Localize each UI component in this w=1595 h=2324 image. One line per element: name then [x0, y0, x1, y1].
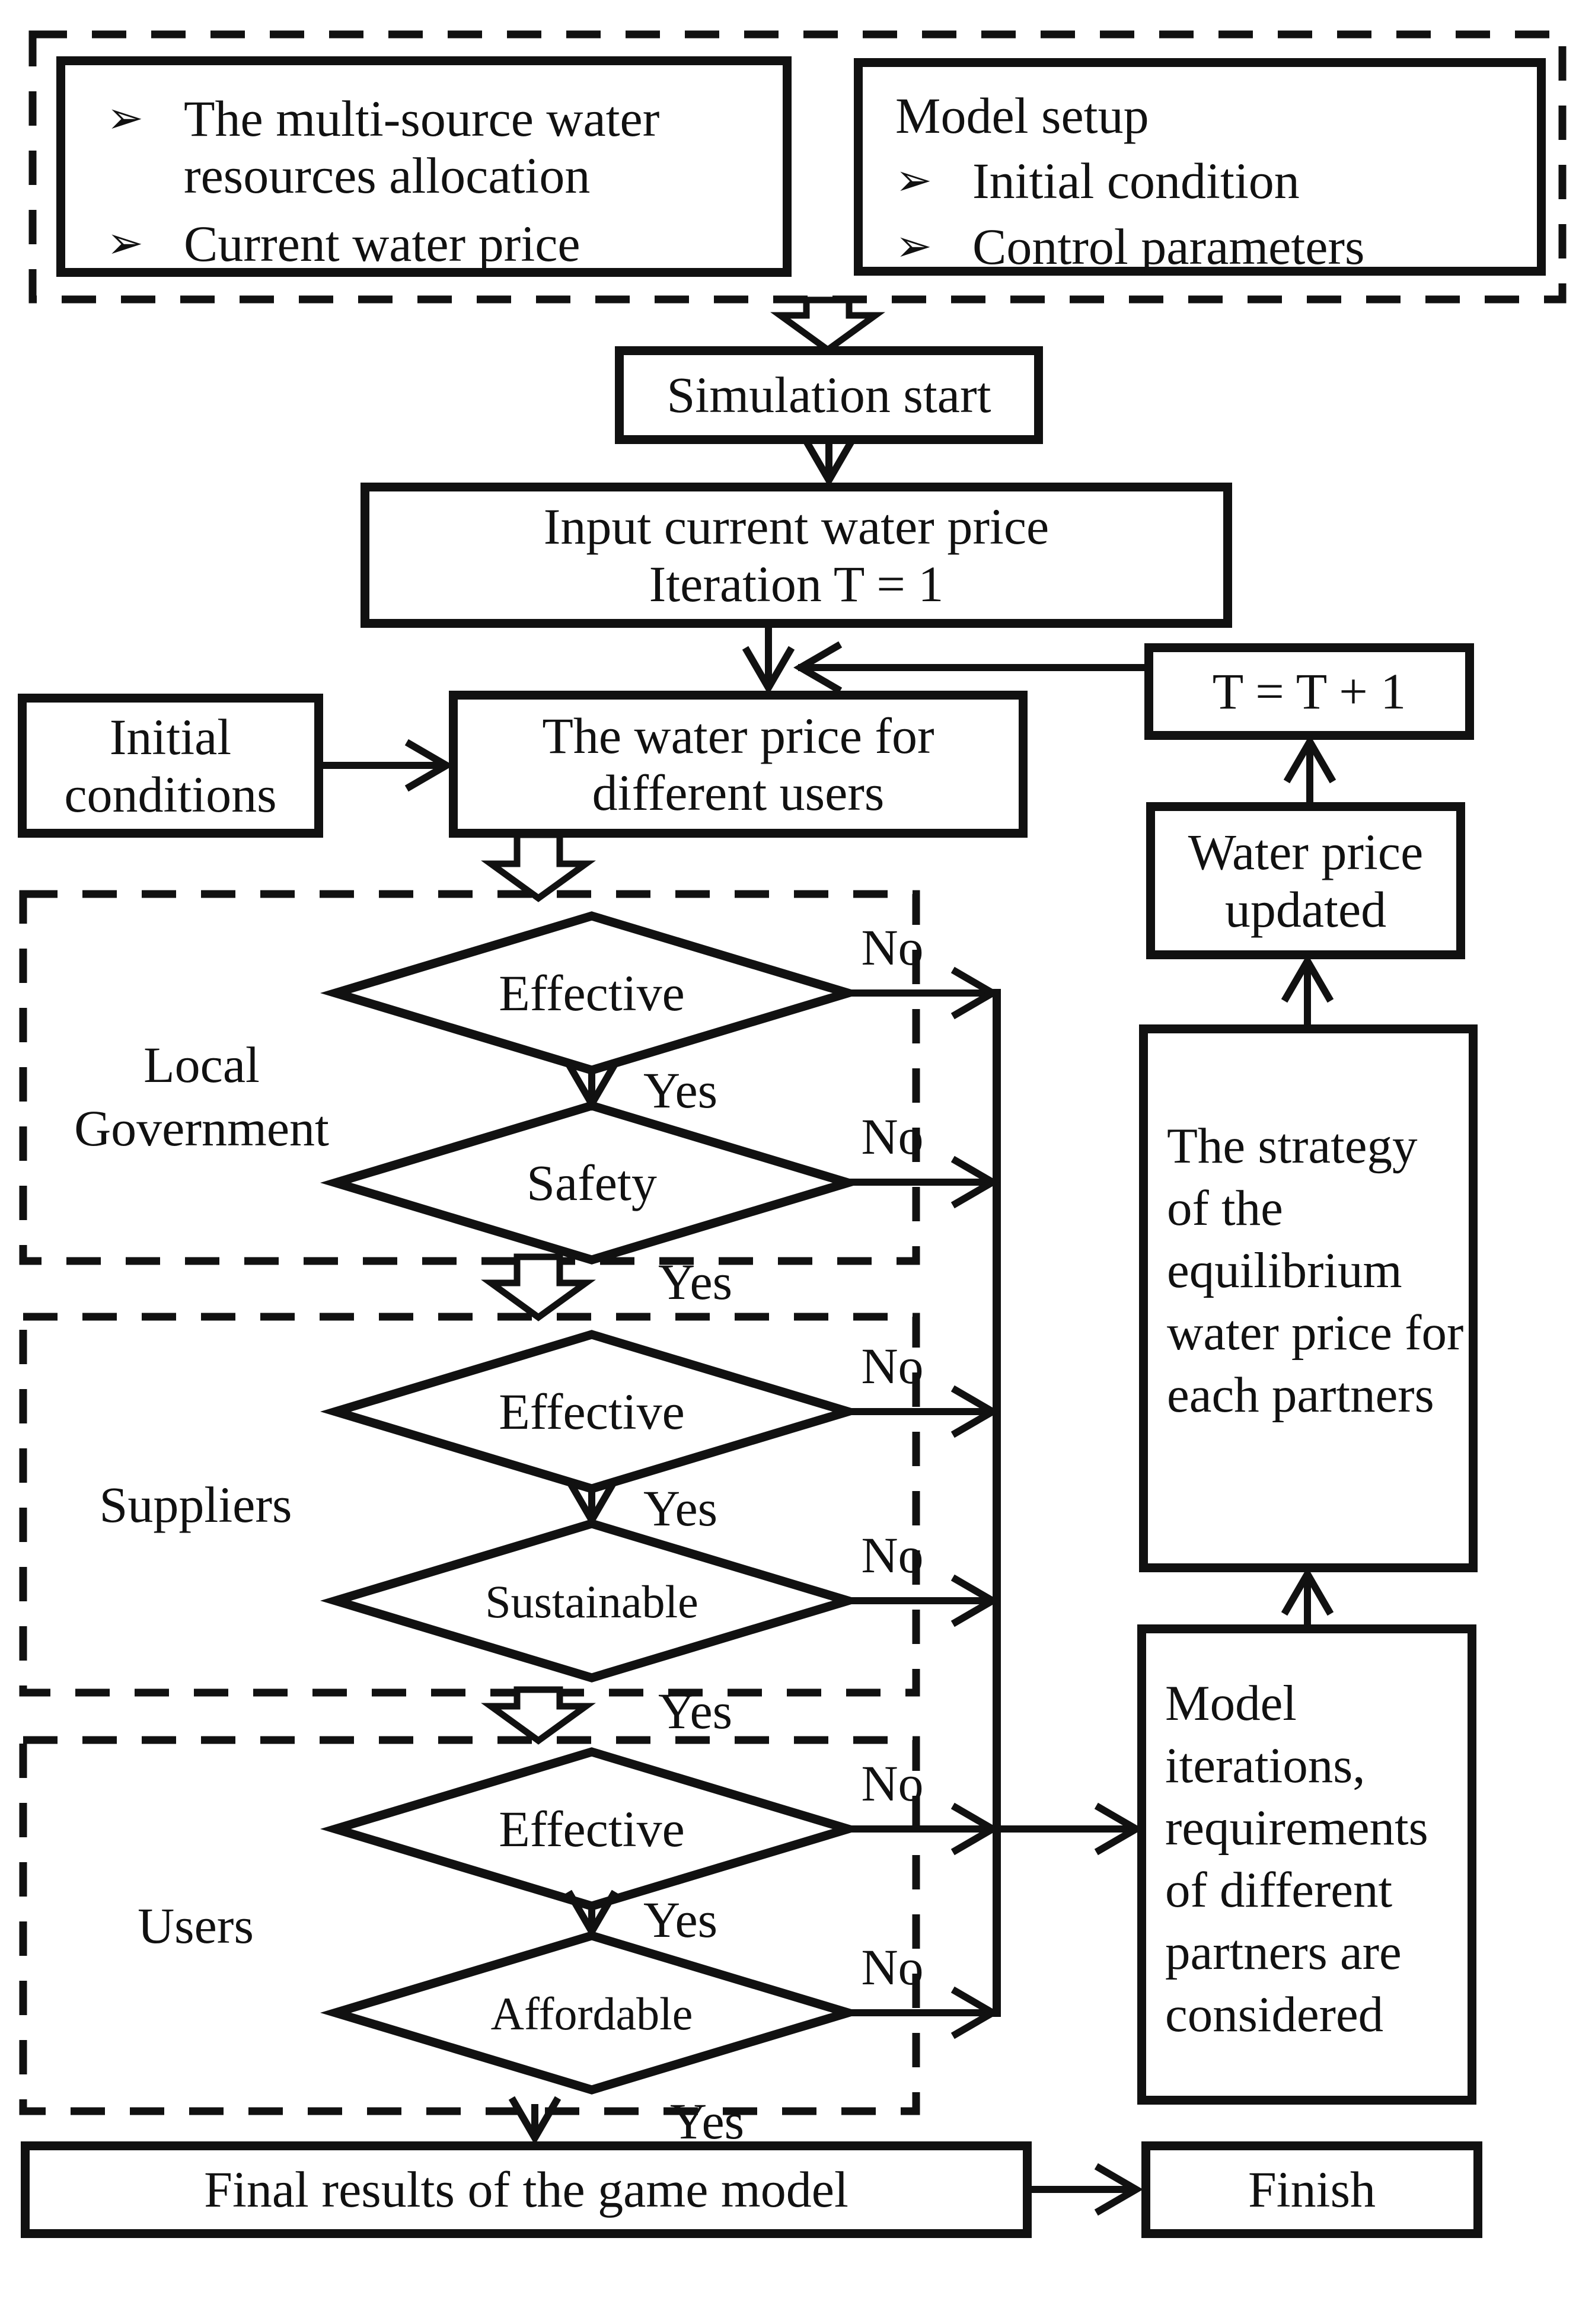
head-down-yes-localgov	[565, 1062, 618, 1111]
yes-label-localgov: Yes	[643, 1062, 718, 1119]
iteration-update-box: T = T + 1	[1144, 643, 1474, 740]
users-effective-label: Effective	[499, 1801, 685, 1857]
suppliers-effective-label: Effective	[499, 1383, 685, 1440]
setup-data-item-1: ➢ The multi-source water resources alloc…	[107, 90, 765, 205]
head-down-yes-suppliers	[565, 1478, 618, 1527]
initial-conditions-label: Initial conditions	[64, 708, 277, 823]
bullet-arrow-icon: ➢	[895, 157, 933, 206]
water-price-updated-box: Water price updated	[1146, 802, 1465, 959]
head-down-yes-final	[508, 2096, 562, 2145]
section-label-users: Users	[30, 1893, 362, 1958]
suppliers-sustainable-label: Sustainable	[485, 1576, 698, 1627]
strategy-box: The strategy of the equilibrium water pr…	[1139, 1024, 1478, 1572]
yes-label-suppliers: Yes	[643, 1480, 718, 1537]
hollow-arrow-price-to-localgov	[481, 831, 596, 902]
final-results-label: Final results of the game model	[204, 2161, 848, 2218]
setup-data-item-2: ➢ Current water price	[107, 215, 765, 272]
head-left-feedback	[793, 641, 843, 694]
head-up-updated	[1281, 954, 1334, 1003]
head-right-no6	[950, 1986, 1000, 2039]
bullet-arrow-icon: ➢	[895, 222, 933, 271]
initial-conditions-box: Initial conditions	[18, 694, 323, 838]
no-label-localgov-effective: No	[861, 919, 924, 976]
head-right-no4	[950, 1574, 1000, 1627]
users-affordable-label: Affordable	[490, 1988, 693, 2039]
head-right-modeliter	[1094, 1802, 1143, 1856]
yes-label-suppliers-exit: Yes	[658, 1683, 733, 1739]
head-right-no5	[950, 1802, 1000, 1856]
water-price-updated-label: Water price updated	[1188, 823, 1424, 938]
simulation-start-label: Simulation start	[666, 366, 991, 424]
no-label-users-effective: No	[861, 1755, 924, 1812]
head-right-no1	[950, 966, 1000, 1020]
localgov-effective-label: Effective	[499, 965, 685, 1021]
model-setup-item-2: ➢ Control parameters	[895, 218, 1525, 275]
model-iterations-box: Model iterations, requirements of differ…	[1137, 1624, 1476, 2105]
users-text: Users	[138, 1897, 254, 1954]
yes-label-users-exit: Yes	[670, 2093, 745, 2150]
setup-data-item-2-text: Current water price	[184, 215, 580, 272]
head-right-initial	[404, 739, 454, 792]
strategy-label: The strategy of the equilibrium water pr…	[1167, 1118, 1464, 1423]
section-label-local-government: Local Government	[36, 1026, 368, 1168]
head-right-finish	[1094, 2163, 1143, 2216]
simulation-start-box: Simulation start	[615, 346, 1043, 444]
hollow-arrow-localgov-to-suppliers	[481, 1253, 596, 1321]
input-price-line1: Input current water price	[543, 498, 1049, 556]
model-setup-item-1-text: Initial condition	[972, 152, 1300, 210]
no-label-localgov-safety: No	[861, 1108, 924, 1165]
head-right-no3	[950, 1385, 1000, 1438]
model-setup-item-2-text: Control parameters	[972, 218, 1365, 275]
hollow-arrow-setup-to-start	[770, 296, 885, 354]
head-down-start	[802, 438, 856, 487]
suppliers-text: Suppliers	[99, 1476, 292, 1533]
head-down-waterprice	[742, 646, 795, 695]
input-price-box: Input current water price Iteration T = …	[361, 483, 1232, 628]
input-price-line2: Iteration T = 1	[649, 555, 944, 612]
head-up-strategy	[1281, 1567, 1334, 1616]
model-setup-title: Model setup	[895, 87, 1149, 144]
water-price-users-label: The water price for different users	[542, 707, 934, 821]
no-label-suppliers-effective: No	[861, 1337, 924, 1394]
final-results-box: Final results of the game model	[21, 2141, 1032, 2238]
local-government-text: Local Government	[74, 1036, 329, 1157]
model-iterations-label: Model iterations, requirements of differ…	[1165, 1675, 1428, 2042]
iteration-update-label: T = T + 1	[1212, 663, 1406, 720]
head-up-iteration	[1283, 735, 1336, 784]
finish-box: Finish	[1141, 2141, 1482, 2238]
setup-data-box: ➢ The multi-source water resources alloc…	[56, 56, 792, 277]
model-setup-item-1: ➢ Initial condition	[895, 152, 1525, 209]
bullet-arrow-icon: ➢	[107, 94, 144, 143]
water-price-users-box: The water price for different users	[449, 691, 1028, 838]
model-setup-box: Model setup ➢ Initial condition ➢ Contro…	[854, 58, 1546, 276]
yes-label-users: Yes	[643, 1891, 718, 1948]
section-label-suppliers: Suppliers	[30, 1472, 362, 1537]
localgov-safety-label: Safety	[527, 1154, 657, 1211]
head-down-yes-users	[565, 1889, 618, 1939]
yes-label-localgov-exit: Yes	[658, 1253, 733, 1310]
no-label-users-affordable: No	[861, 1939, 924, 1996]
finish-label: Finish	[1248, 2161, 1376, 2218]
hollow-arrow-suppliers-to-users	[481, 1686, 596, 1745]
head-right-no2	[950, 1155, 1000, 1209]
no-label-suppliers-sustainable: No	[861, 1527, 924, 1584]
setup-data-item-1-text: The multi-source water resources allocat…	[184, 90, 660, 205]
bullet-arrow-icon: ➢	[107, 219, 144, 268]
